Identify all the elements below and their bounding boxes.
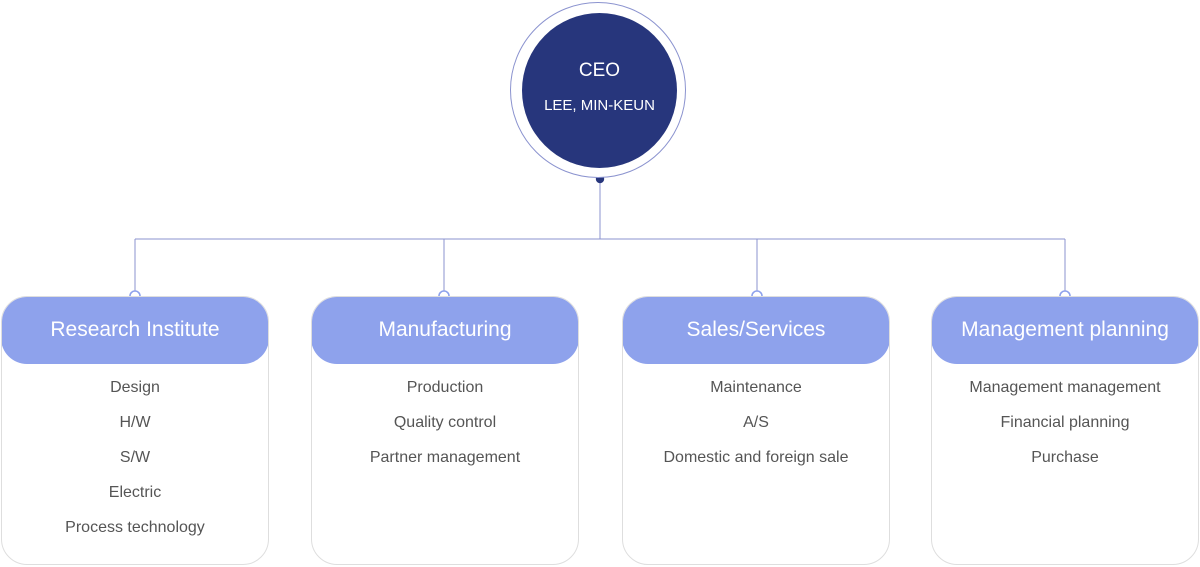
department-item: Management management [969,379,1161,396]
department-item: H/W [119,414,151,431]
department-item-list: Production Quality control Partner manag… [312,364,578,481]
department-item-list: Maintenance A/S Domestic and foreign sal… [623,364,889,481]
department-item: Design [110,379,160,396]
department-item: A/S [743,414,769,431]
department-title: Management planning [932,297,1198,364]
department-card-manufacturing: Manufacturing Production Quality control… [311,296,579,565]
department-title: Manufacturing [312,297,578,364]
department-title: Sales/Services [623,297,889,364]
department-title: Research Institute [2,297,268,364]
department-item: Financial planning [1000,414,1130,431]
department-card-research-institute: Research Institute Design H/W S/W Electr… [1,296,269,565]
department-item-list: Management management Financial planning… [932,364,1198,481]
department-item-list: Design H/W S/W Electric Process technolo… [2,364,268,551]
department-card-management-planning: Management planning Management managemen… [931,296,1199,565]
department-item: Electric [108,484,162,501]
department-item: Process technology [65,519,205,536]
ceo-node: CEO LEE, MIN-KEUN [522,13,677,168]
department-item: Purchase [1031,449,1099,466]
department-item: Quality control [393,414,497,431]
department-item: S/W [119,449,151,466]
ceo-title: CEO [578,60,621,81]
department-card-sales-services: Sales/Services Maintenance A/S Domestic … [622,296,890,565]
department-item: Production [406,379,484,396]
ceo-name: LEE, MIN-KEUN [544,97,655,114]
department-item: Domestic and foreign sale [663,449,849,466]
department-item: Partner management [369,449,521,466]
department-item: Maintenance [710,379,802,396]
